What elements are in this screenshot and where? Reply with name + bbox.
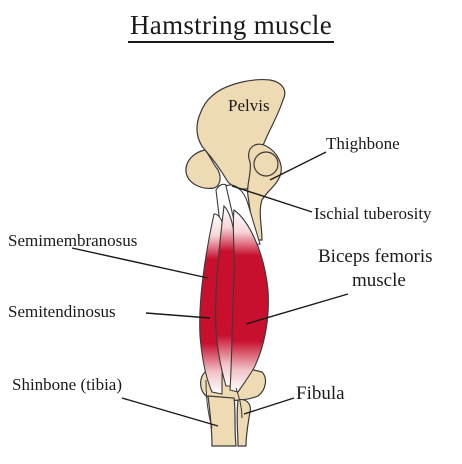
- label-semimembranosus: Semimembranosus: [8, 231, 138, 250]
- femur-head: [253, 151, 279, 177]
- label-pelvis: Pelvis: [228, 96, 270, 115]
- biceps-femoris-muscle: [229, 209, 269, 393]
- label-semitendinosus: Semitendinosus: [8, 302, 116, 321]
- label-fibula: Fibula: [296, 383, 345, 404]
- lower-tendon-2: [235, 387, 243, 419]
- semitendinosus-leader: [145, 312, 211, 319]
- biceps-leader: [245, 293, 349, 325]
- semimembranosus-leader: [71, 247, 209, 279]
- label-biceps-muscle: muscle: [352, 270, 406, 291]
- tibia: [207, 395, 237, 447]
- shinbone-leader: [121, 397, 219, 427]
- label-thighbone: Thighbone: [326, 134, 400, 153]
- ischium-left: [185, 149, 221, 189]
- thighbone-leader: [269, 151, 327, 181]
- label-shinbone: Shinbone (tibia): [12, 375, 123, 394]
- leader-lines: [71, 151, 349, 427]
- ischial-leader: [231, 185, 313, 213]
- diagram-title: Hamstring muscle: [0, 10, 462, 43]
- label-biceps-femoris: Biceps femoris: [318, 246, 433, 267]
- fibula-bone: [236, 399, 251, 447]
- label-ischial-tuberosity: Ischial tuberosity: [314, 204, 432, 223]
- upper-tendon-2: [225, 184, 261, 247]
- fibula-leader: [243, 397, 295, 415]
